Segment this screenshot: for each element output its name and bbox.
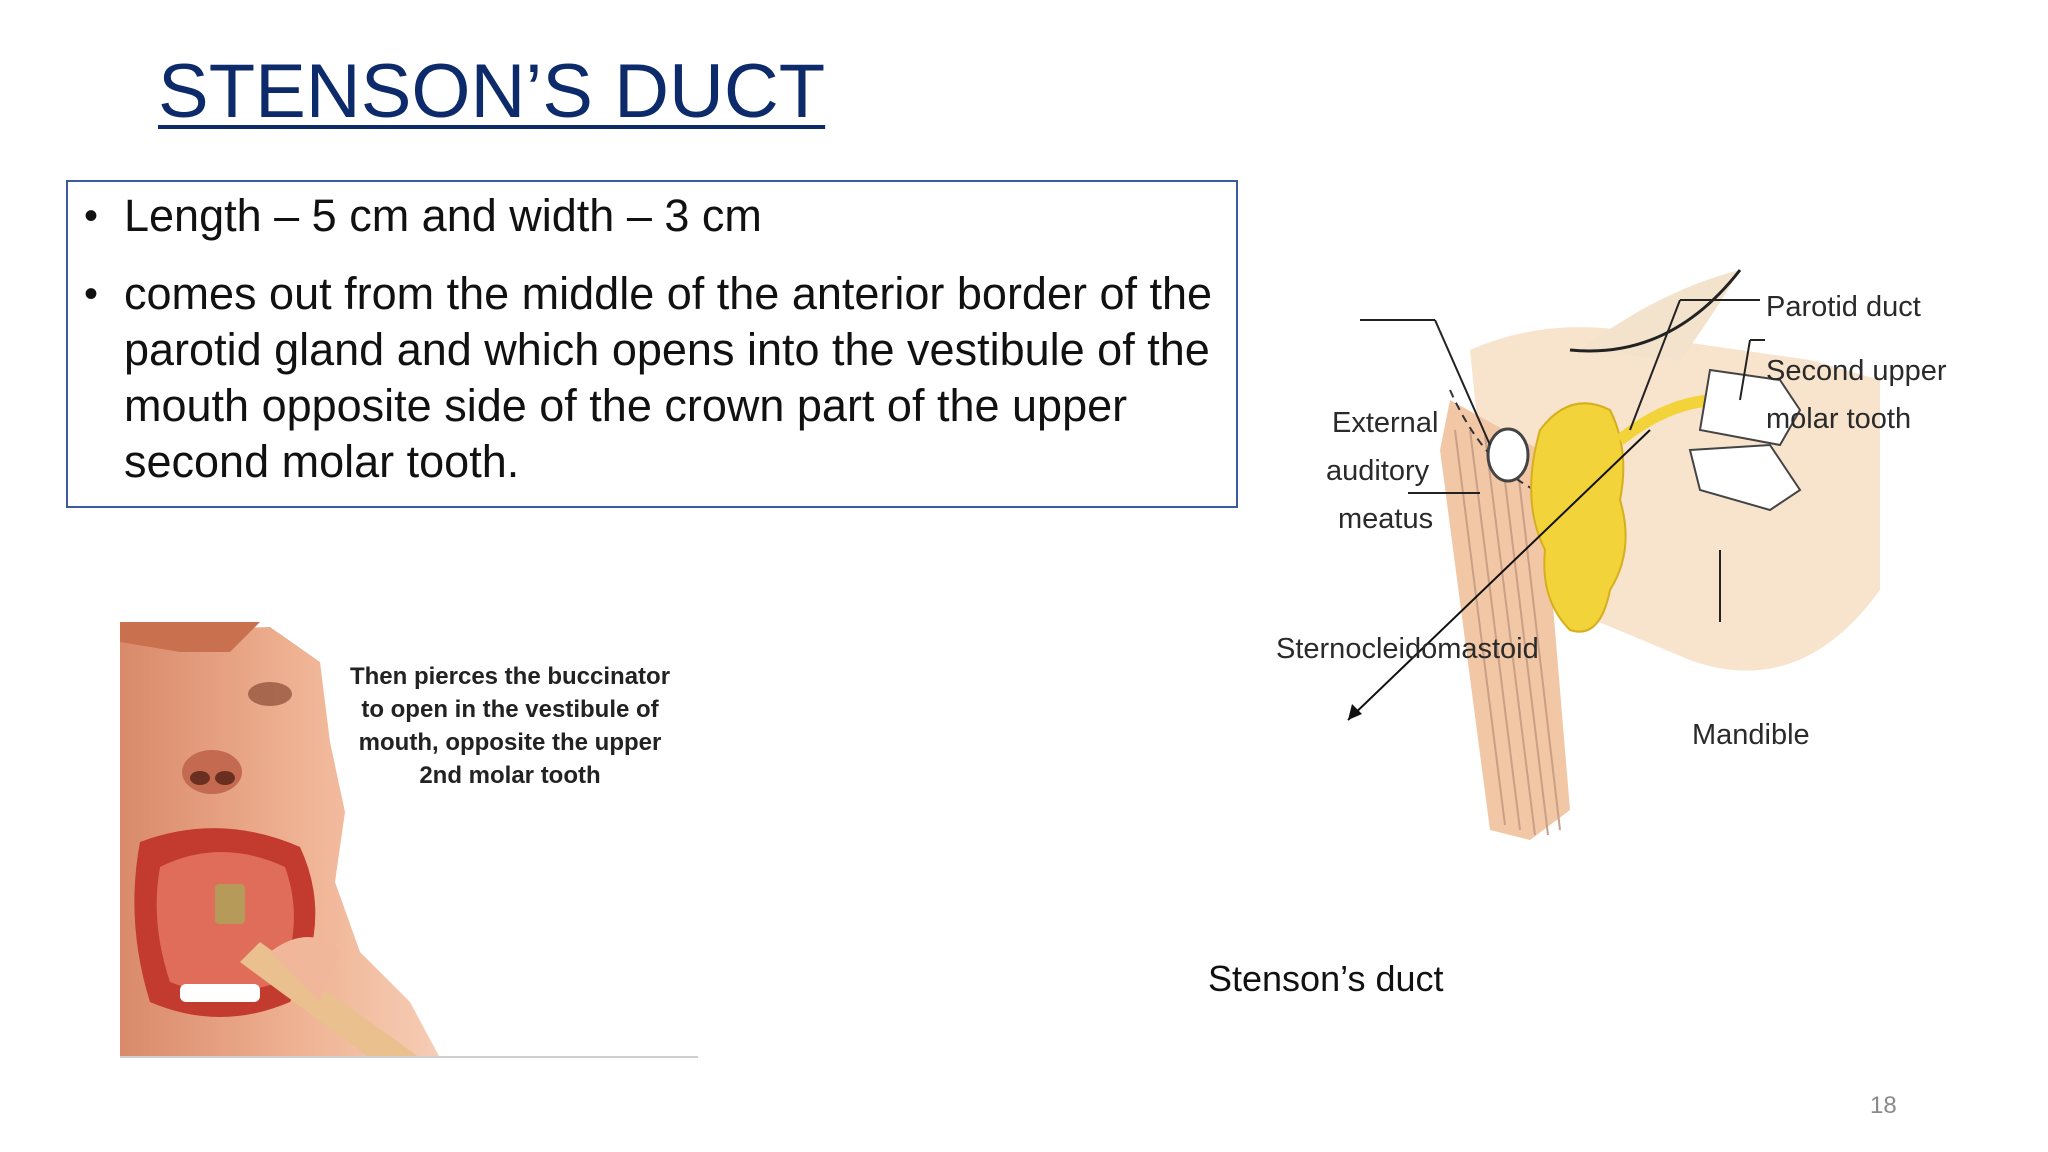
label-second-upper-molar: molar tooth bbox=[1766, 403, 1912, 435]
page-number: 18 bbox=[1870, 1092, 1897, 1119]
parotid-anatomy-diagram bbox=[1347, 269, 1880, 840]
bullet-text: Length – 5 cm and width – 3 cm bbox=[124, 190, 762, 241]
label-sternocleidomastoid: Sternocleidomastoid bbox=[1276, 633, 1539, 665]
bullet-glyph: • bbox=[84, 272, 99, 316]
bullet-glyph: • bbox=[84, 194, 99, 238]
label-external-auditory-meatus: meatus bbox=[1338, 503, 1434, 535]
bullet-text: comes out from the middle of the anterio… bbox=[124, 268, 1213, 487]
label-external-auditory-meatus: External bbox=[1332, 407, 1439, 439]
slide-title: STENSON’S DUCT bbox=[158, 49, 826, 134]
label-mandible: Mandible bbox=[1692, 719, 1810, 751]
label-external-auditory-meatus: auditory bbox=[1326, 455, 1430, 487]
bullet-item: • comes out from the middle of the anter… bbox=[84, 266, 1226, 490]
bullet-text-box: • Length – 5 cm and width – 3 cm • comes… bbox=[66, 180, 1238, 508]
label-second-upper-molar: Second upper bbox=[1766, 355, 1947, 387]
stenson-duct-label: Stenson’s duct bbox=[1208, 958, 1444, 999]
mouth-illustration-drawing bbox=[120, 622, 698, 1058]
mouth-illustration: Then pierces the buccinator to open in t… bbox=[120, 622, 698, 1058]
label-parotid-duct: Parotid duct bbox=[1766, 291, 1921, 323]
photo-caption: Then pierces the buccinator to open in t… bbox=[349, 663, 671, 789]
bullet-item: • Length – 5 cm and width – 3 cm bbox=[84, 188, 1226, 244]
